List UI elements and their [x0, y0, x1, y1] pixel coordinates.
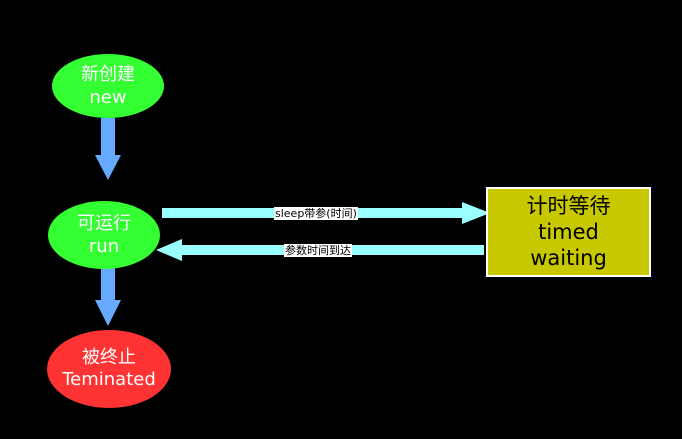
state-terminated-label-en: Teminated [62, 369, 156, 390]
arrow-new-to-runnable [95, 118, 121, 180]
state-new-node: 新创建 new [52, 54, 164, 118]
state-terminated-node: 被终止 Teminated [47, 330, 171, 408]
state-timed-waiting-label-en-1: timed [538, 220, 599, 244]
state-new-label-en: new [89, 87, 127, 108]
arrow-runnable-to-terminated [95, 268, 121, 326]
edge-label-timeout: 参数时间到达 [284, 244, 352, 257]
state-timed-waiting-label-cn: 计时等待 [526, 194, 611, 218]
state-new-label-cn: 新创建 [81, 64, 135, 85]
state-runnable-label-en: run [88, 236, 120, 257]
state-runnable-label-cn: 可运行 [77, 213, 131, 234]
state-terminated-label-cn: 被终止 [82, 347, 136, 368]
state-timed-waiting-node: 计时等待 timed waiting [486, 187, 651, 277]
state-timed-waiting-label-en-2: waiting [530, 246, 607, 270]
state-runnable-node: 可运行 run [48, 201, 160, 269]
edge-label-sleep: sleep带参(时间) [274, 207, 358, 220]
